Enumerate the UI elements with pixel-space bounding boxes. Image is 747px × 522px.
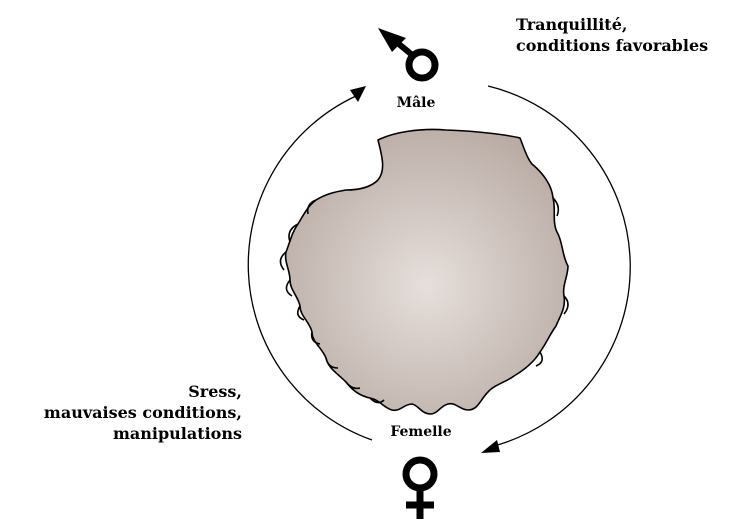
cycle-arrowhead-left [350, 86, 366, 102]
stress-conditions-line-2: mauvaises conditions, [44, 402, 242, 423]
cycle-arrowhead-right [481, 440, 500, 453]
stress-conditions-label: Sress, mauvaises conditions, manipulatio… [44, 381, 242, 444]
favorable-conditions-line-2: conditions favorables [516, 35, 708, 56]
male-symbol-icon [378, 28, 435, 78]
favorable-conditions-label: Tranquillité, conditions favorables [516, 14, 708, 56]
stress-conditions-line-3: manipulations [44, 423, 242, 444]
organism-shape [286, 129, 568, 414]
female-label: Femelle [376, 422, 466, 443]
favorable-conditions-line-1: Tranquillité, [516, 14, 708, 35]
female-symbol-icon [406, 460, 434, 519]
male-label: Mâle [380, 93, 452, 114]
stress-conditions-line-1: Sress, [44, 381, 242, 402]
